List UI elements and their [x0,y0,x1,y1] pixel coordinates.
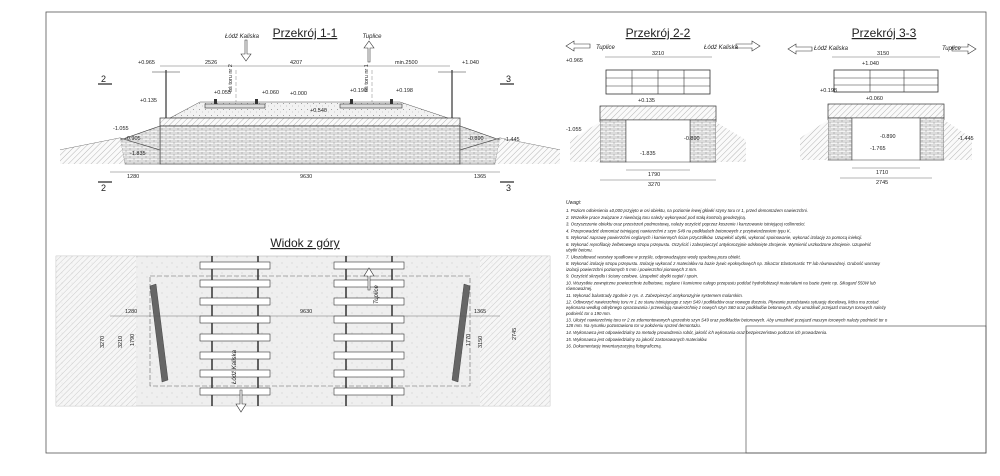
direction-right-label: Tuplice [363,34,383,40]
note-item: 2. Wszelkie prace związane z niwelacją t… [565,215,746,220]
dim-bottom-1: 1280 [127,174,139,180]
level-label: +1.040 [462,60,479,66]
note-item: 3. Oczyszczenie obiektu oraz przestrzeń … [566,222,806,227]
level-label: +0.060 [262,90,279,96]
notes-list: 1. Poziom odniesienia ±0,000 przyjęto w … [565,208,888,349]
level-label: -1.445 [504,137,520,143]
direction-left-label: Tuplice [596,45,616,51]
section-3-3: Przekrój 3-3 Łódź Kaliska Tuplice 3150 +… [787,26,977,186]
dim-top-3: min.2500 [395,60,418,66]
dim-top-2: 4207 [290,60,302,66]
level-label: +0.965 [138,60,155,66]
note-item: 11. Wykonać balustrady zgodnie z rys. 4.… [566,293,743,298]
section-mark-2: 2 [101,74,106,84]
level-label: -1.835 [130,151,146,157]
note-item: 9. Oczyścić skrzydła i ściany czołowe. U… [566,274,698,279]
section-2-2: Przekrój 2-2 Tuplice Łódź Kaliska 3210 +… [565,26,761,188]
arrow-up-icon [363,40,375,63]
dim-top-1: 2526 [205,60,217,66]
sheet-frame [45,11,987,454]
level-label: +0.540 [310,108,327,114]
arrow-left-icon [787,43,813,55]
plan-dim: 2745 [512,328,518,340]
plan-dim: 3210 [118,336,124,348]
track-axis-2-label: oś toru nr 2 [228,64,234,92]
level-label: +0.055 [214,90,231,96]
note-item: 13. Ułożyć nawierzchnię toru nr 2 ze zde… [566,318,888,329]
section-1-1: Przekrój 1-1 Łódź Kaliska Tuplice 2526 4… [59,26,561,193]
level-label: -1.055 [113,126,129,132]
level-label: +0.000 [290,91,307,97]
note-item: 1. Poziom odniesienia ±0,000 przyjęto w … [566,208,808,213]
level-label: +1.040 [862,61,879,67]
dim-top: 3150 [877,51,889,57]
level-label: +0.060 [866,96,883,102]
title-block [745,325,987,454]
plan-dim: 1770 [466,334,472,346]
note-item: 6. Wykonać reprofilację żelbetowego stro… [566,242,872,253]
plan-direction-bottom-label: Łódź Kaliska [232,349,238,384]
level-label: +0.135 [638,98,655,104]
note-item: 7. Ukształtować warstwy spadkowe w przęś… [566,254,741,259]
direction-left-label: Łódź Kaliska [225,34,260,40]
note-item: 14. Wykonawca jest odpowiedzialny za met… [566,330,827,335]
arrow-down-icon [235,389,247,413]
level-label: -0.890 [880,134,896,140]
note-item: 16. Dokumentację inwentaryzacyjną fotogr… [566,344,662,349]
note-item: 10. Wszystkie zewnętrzne powierzchnie że… [566,280,876,291]
plan-direction-top-label: Tuplice [374,284,380,304]
note-item: 4. Przeprowadzić demontaż istniejącej na… [566,228,791,233]
level-label: +0.198 [396,88,413,94]
level-label: -1.765 [870,146,886,152]
level-label: -1.445 [958,136,974,142]
level-label: -1.835 [640,151,656,157]
level-label: +0.190 [350,88,367,94]
section-mark-3: 3 [506,74,511,84]
plan-dim: 1790 [130,334,136,346]
plan-dim: 3270 [100,336,106,348]
note-item: 12. Odtworzyć nawierzchnię toru nr 1 ze … [565,300,887,316]
dim-bottom-3: 1365 [474,174,486,180]
notes-heading: Uwagi: [566,200,582,206]
arrow-down-icon [240,39,252,62]
direction-right-label: Tuplice [942,46,962,52]
level-label: +0.135 [140,98,157,104]
dim-bottom-1: 1710 [876,170,888,176]
arrow-right-icon [951,43,977,55]
arrow-right-icon [735,40,761,52]
plan-dim: 3150 [478,336,484,348]
level-label: -0.890 [684,136,700,142]
dim-top: 3210 [652,51,664,57]
level-label: -0.905 [125,136,141,142]
track-axis-1-label: oś toru nr 1 [364,64,370,92]
dim-bottom-2: 9630 [300,174,312,180]
level-label: -1.055 [566,127,582,133]
note-item: 5. Wykonać naprawę powierzchni ceglanych… [566,235,862,240]
section-2-2-title: Przekrój 2-2 [626,26,691,40]
plan-dim: 1365 [474,309,486,315]
plan-dim: 1280 [125,309,137,315]
plan-dim: 9630 [300,309,312,315]
note-item: 15. Wykonawca jest odpowiedzialny za jak… [566,337,707,342]
dim-bottom-2: 3270 [648,182,660,188]
note-item: 8. Wykonać izolację stropu przepustu. Iz… [566,261,881,272]
section-1-1-title: Przekrój 1-1 [273,26,338,40]
level-label: +0.965 [566,58,583,64]
level-label: -0.890 [468,136,484,142]
direction-right-label: Łódź Kaliska [704,45,739,51]
direction-left-label: Łódź Kaliska [814,46,849,52]
section-3-3-title: Przekrój 3-3 [852,26,917,40]
section-mark-2: 2 [101,183,106,193]
plan-view-title: Widok z góry [270,236,339,250]
section-mark-3: 3 [506,183,511,193]
dim-bottom-2: 2745 [876,180,888,186]
arrow-left-icon [565,40,591,52]
notes-block: Uwagi: 1. Poziom odniesienia ±0,000 przy… [565,200,888,349]
arrow-up-icon [363,267,375,291]
dim-bottom-1: 1790 [648,172,660,178]
level-label: +0.198 [820,88,837,94]
plan-view: Widok z góry [55,236,551,413]
